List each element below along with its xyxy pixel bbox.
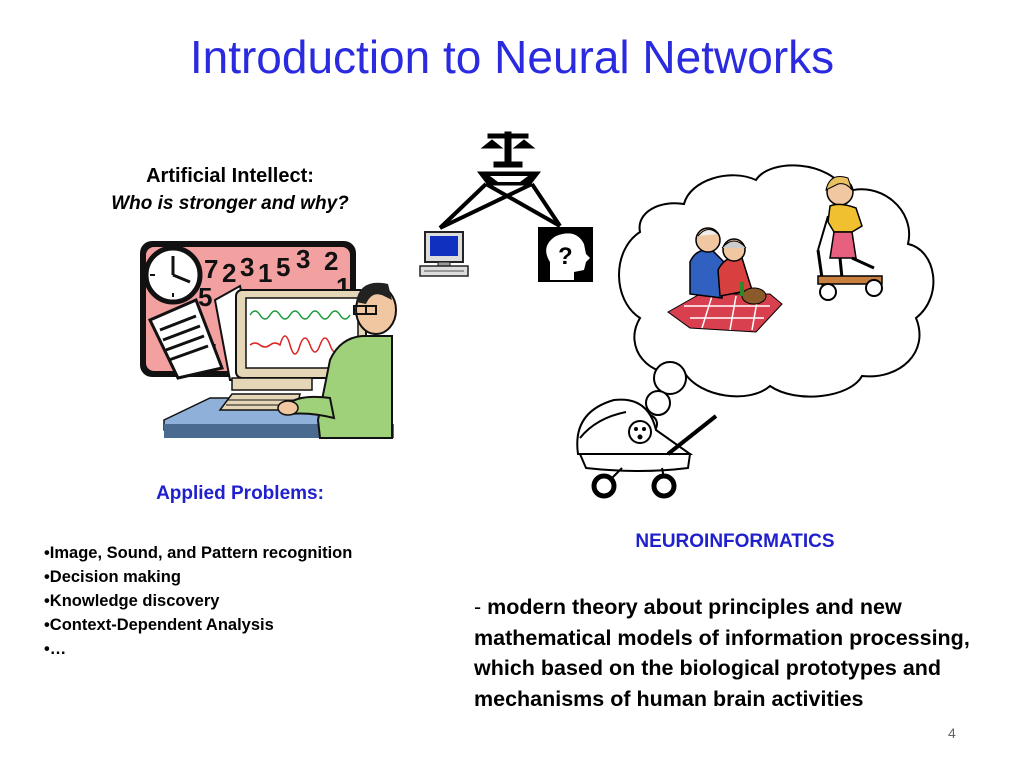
list-item: Decision making <box>44 565 352 589</box>
slide-title: Introduction to Neural Networks <box>189 31 835 83</box>
scales-icon <box>438 131 562 230</box>
head-question-icon: ? <box>538 227 593 282</box>
ai-subheading: Who is stronger and why? <box>111 193 349 214</box>
definition-text: modern theory about principles and new m… <box>474 595 970 711</box>
problem-text: … <box>49 640 67 658</box>
clock-icon <box>143 245 203 305</box>
problem-text: Context-Dependent Analysis <box>49 616 274 634</box>
ai-heading: Artificial Intellect: <box>146 165 314 187</box>
page-number: 4 <box>948 725 956 741</box>
number-glyph: 1 <box>258 258 272 288</box>
problems-list: Image, Sound, and Pattern recognition De… <box>44 541 353 661</box>
question-mark: ? <box>558 243 573 270</box>
elderly-couple-picnic-illustration <box>667 227 783 333</box>
problem-text: Knowledge discovery <box>49 592 220 610</box>
number-glyph: 2 <box>324 246 338 276</box>
number-glyph: 3 <box>296 244 310 274</box>
number-glyph: 5 <box>276 252 290 282</box>
baby-stroller-icon <box>576 398 718 499</box>
list-item: Context-Dependent Analysis <box>44 613 352 637</box>
computer-icon <box>419 231 469 277</box>
number-glyph: 2 <box>222 258 236 288</box>
scientist-at-computer-illustration: 7 2 3 1 5 3 2 5 1 1 <box>140 241 397 439</box>
list-item: Image, Sound, and Pattern recognition <box>44 541 353 565</box>
list-item: … <box>44 637 352 661</box>
problem-text: Decision making <box>49 568 181 586</box>
problem-text: Image, Sound, and Pattern recognition <box>49 544 353 562</box>
applied-problems-heading: Applied Problems: <box>156 483 324 504</box>
number-glyph: 5 <box>198 282 212 312</box>
child-on-scooter-illustration <box>816 176 883 301</box>
number-glyph: 7 <box>204 254 218 284</box>
neuroinformatics-heading: NEUROINFORMATICS <box>635 531 835 552</box>
definition-paragraph: - modern theory about principles and new… <box>474 592 999 714</box>
list-item: Knowledge discovery <box>44 589 352 613</box>
number-glyph: 3 <box>240 252 254 282</box>
definition-dash: - <box>474 595 488 619</box>
